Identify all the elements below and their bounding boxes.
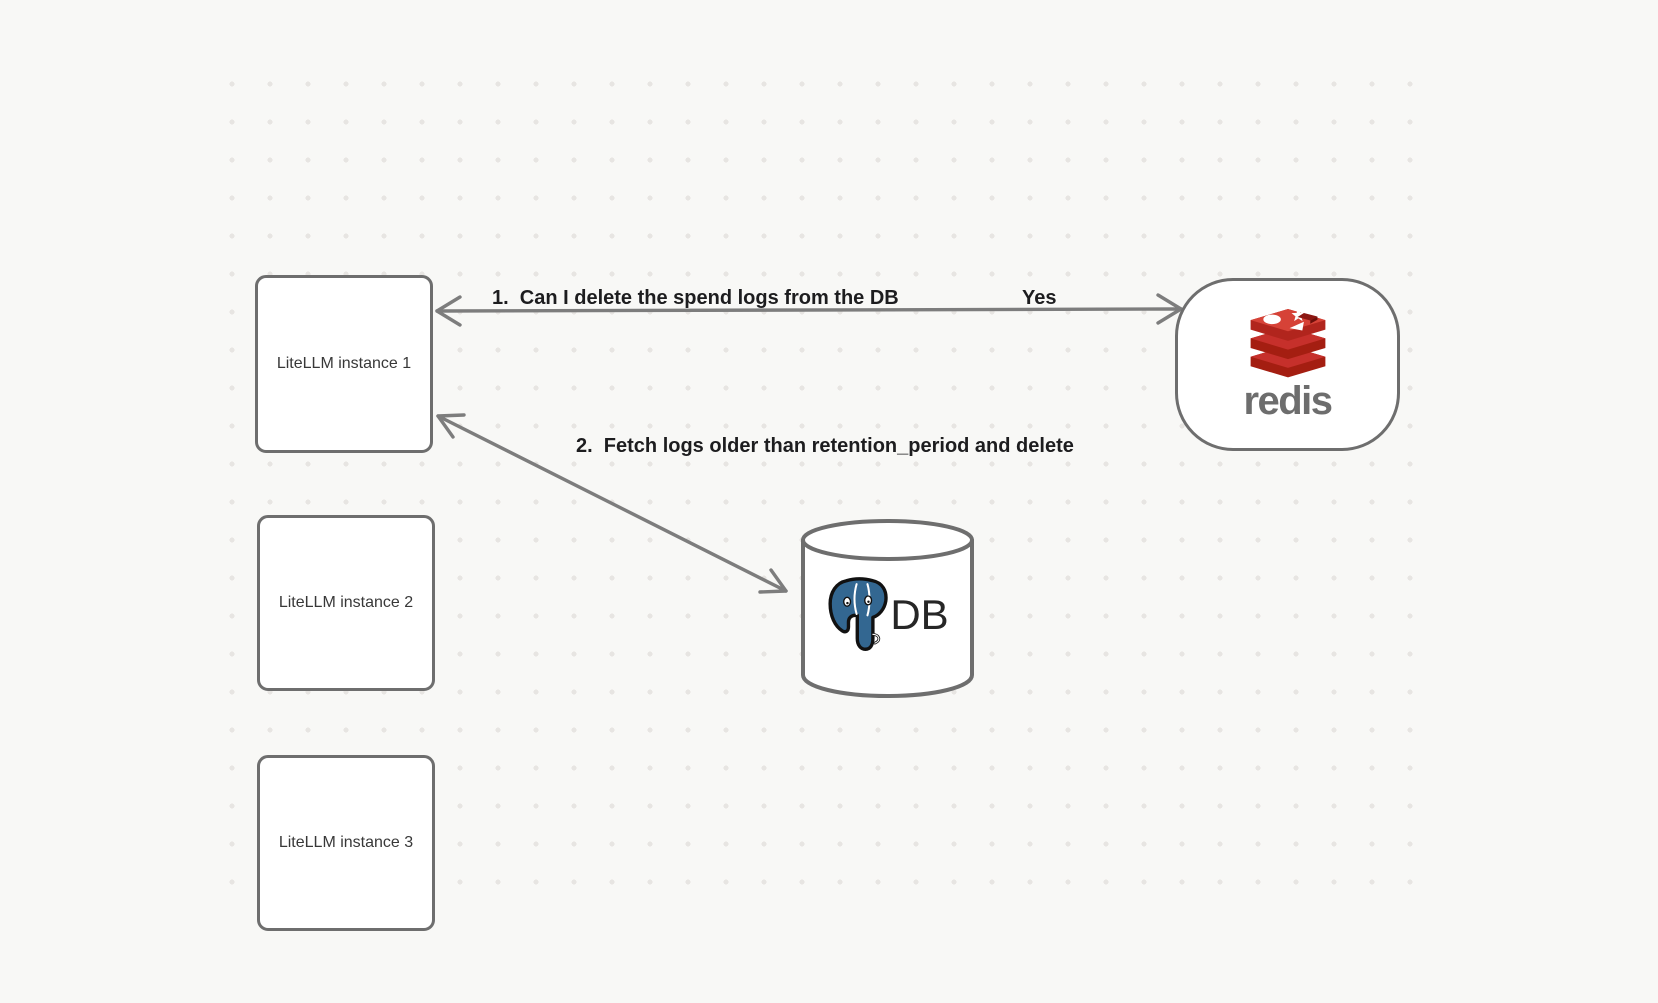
node-litellm-instance-3-label: LiteLLM instance 3: [278, 834, 414, 851]
node-litellm-instance-2-label: LiteLLM instance 2: [278, 594, 414, 611]
node-litellm-instance-3[interactable]: LiteLLM instance 3: [257, 755, 435, 931]
edge2-label: 2. Fetch logs older than retention_perio…: [576, 435, 1074, 457]
node-litellm-instance-1[interactable]: LiteLLM instance 1: [255, 275, 433, 453]
edge1-label: 1. Can I delete the spend logs from the …: [492, 287, 899, 309]
node-litellm-instance-2[interactable]: LiteLLM instance 2: [257, 515, 435, 691]
database-cylinder-icon: [801, 519, 974, 698]
node-postgres-db[interactable]: DB: [800, 518, 975, 698]
redis-logo-icon: [1250, 309, 1325, 378]
db-label: DB: [890, 591, 949, 638]
node-litellm-instance-1-label: LiteLLM instance 1: [276, 355, 412, 372]
node-redis[interactable]: redis: [1175, 278, 1400, 451]
edge1-response-label: Yes: [1022, 287, 1057, 309]
postgresql-elephant-icon: [828, 577, 889, 651]
redis-wordmark: redis: [1243, 379, 1333, 423]
